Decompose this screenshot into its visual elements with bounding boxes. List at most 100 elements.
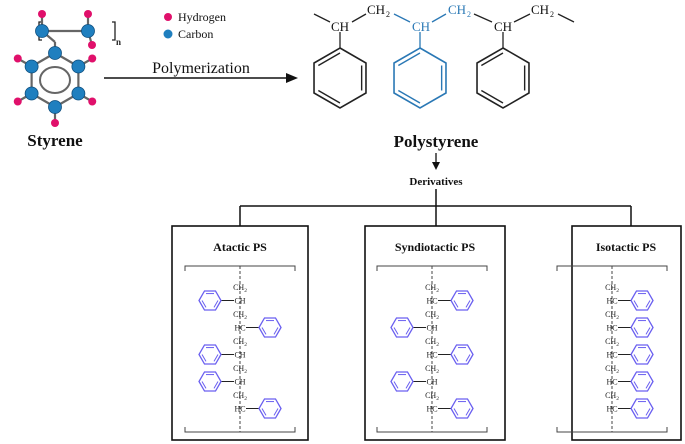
ch-label: CH	[331, 19, 349, 34]
hydrogen-atom	[88, 54, 97, 63]
ch-label: CH	[234, 351, 245, 360]
phenyl-ring-icon	[630, 290, 654, 311]
syndiotactic-title: Syndiotactic PS	[395, 240, 476, 254]
ch2-label: CH2	[605, 364, 619, 375]
svg-text:2: 2	[550, 10, 554, 19]
ch-label: HC	[606, 405, 617, 414]
svg-text:CH: CH	[367, 2, 385, 17]
double-bond	[453, 300, 459, 308]
ch-label: HC	[234, 324, 245, 333]
double-bond	[261, 408, 267, 416]
phenyl-ring-icon	[198, 290, 222, 311]
backbone-bond	[473, 13, 493, 23]
ch-label: HC	[606, 351, 617, 360]
double-bond	[273, 327, 279, 335]
svg-text:2: 2	[386, 10, 390, 19]
chain-bracket	[556, 427, 668, 433]
aromatic-ring	[39, 66, 71, 94]
benzene-ring-icon	[476, 47, 530, 109]
phenyl-ring-icon	[630, 344, 654, 365]
repeat-subscript: n	[116, 37, 121, 47]
ch2-label: CH2	[425, 283, 439, 294]
svg-text:CH: CH	[448, 2, 466, 17]
carbon-atom	[24, 59, 39, 74]
ch-label: CH	[234, 297, 245, 306]
ch2-label: CH2	[425, 364, 439, 375]
ch-label: HC	[426, 405, 437, 414]
ch-label: HC	[426, 351, 437, 360]
hydrogen-atom	[88, 41, 96, 49]
carbon-atom	[35, 24, 49, 38]
hydrogen-atom	[13, 54, 22, 63]
double-bond	[405, 327, 411, 335]
phenyl-ring-icon	[450, 344, 474, 365]
ch2-label: CH 2	[531, 2, 554, 19]
ch2-label: CH2	[605, 283, 619, 294]
ch2-label-highlight: CH 2	[448, 2, 471, 19]
phenyl-ring-icon	[198, 344, 222, 365]
carbon-atom	[81, 24, 95, 38]
polymerization-label: Polymerization	[152, 60, 250, 77]
double-bond	[633, 381, 639, 389]
backbone-bond	[431, 13, 447, 23]
double-bond	[405, 381, 411, 389]
ch-label: HC	[606, 297, 617, 306]
atom-legend: Hydrogen Carbon	[163, 10, 226, 41]
phenyl-ring-icon	[630, 317, 654, 338]
ch2-label: CH2	[233, 310, 247, 321]
down-arrow-icon	[432, 162, 440, 170]
carbon-atom	[48, 46, 62, 60]
ch-label: HC	[606, 324, 617, 333]
ch-label: CH	[494, 19, 512, 34]
double-bond	[213, 381, 219, 389]
ch-label: CH	[426, 324, 437, 333]
double-bond	[393, 381, 399, 389]
hydrogen-atom	[88, 97, 97, 106]
backbone-bond	[393, 13, 411, 23]
arrow-head-icon	[286, 73, 298, 83]
double-bond	[633, 300, 639, 308]
double-bond	[213, 354, 219, 362]
double-bond	[393, 327, 399, 335]
polymerization-arrow: Polymerization	[104, 60, 298, 83]
polystyrene-label: Polystyrene	[394, 132, 479, 151]
double-bond	[201, 381, 207, 389]
hydrogen-legend-dot	[164, 13, 172, 21]
repeat-unit-bracket: n	[38, 21, 121, 47]
double-bond	[201, 354, 207, 362]
panel-frame	[364, 225, 506, 441]
panel-frame	[571, 225, 682, 441]
double-bond	[465, 300, 471, 308]
double-bond	[645, 300, 651, 308]
derivatives-label: Derivatives	[409, 176, 463, 188]
phenyl-ring-icon	[390, 317, 414, 338]
phenyl-ring-icon	[198, 371, 222, 392]
benzene-ring-icon	[313, 47, 367, 109]
phenyl-ring-icon	[630, 371, 654, 392]
ch2-label: CH2	[233, 337, 247, 348]
phenyl-ring-icon	[258, 317, 282, 338]
double-bond	[453, 408, 459, 416]
double-bond	[633, 408, 639, 416]
double-bond	[201, 300, 207, 308]
hydrogen-atom	[51, 119, 59, 127]
svg-text:CH: CH	[531, 2, 549, 17]
backbone-bond	[557, 13, 575, 23]
ch2-label: CH2	[605, 337, 619, 348]
double-bond	[273, 408, 279, 416]
derivatives-tree: Derivatives	[239, 153, 632, 226]
double-bond	[633, 354, 639, 362]
hydrogen-atom	[84, 10, 92, 18]
double-bond	[480, 52, 504, 67]
ch2-label: CH2	[605, 391, 619, 402]
hydrogen-atom	[38, 10, 46, 18]
double-bond	[453, 354, 459, 362]
atactic-title: Atactic PS	[213, 240, 267, 254]
double-bond	[633, 327, 639, 335]
ch2-label: CH2	[425, 391, 439, 402]
styrene-label: Styrene	[27, 131, 83, 150]
ch-label: HC	[234, 405, 245, 414]
